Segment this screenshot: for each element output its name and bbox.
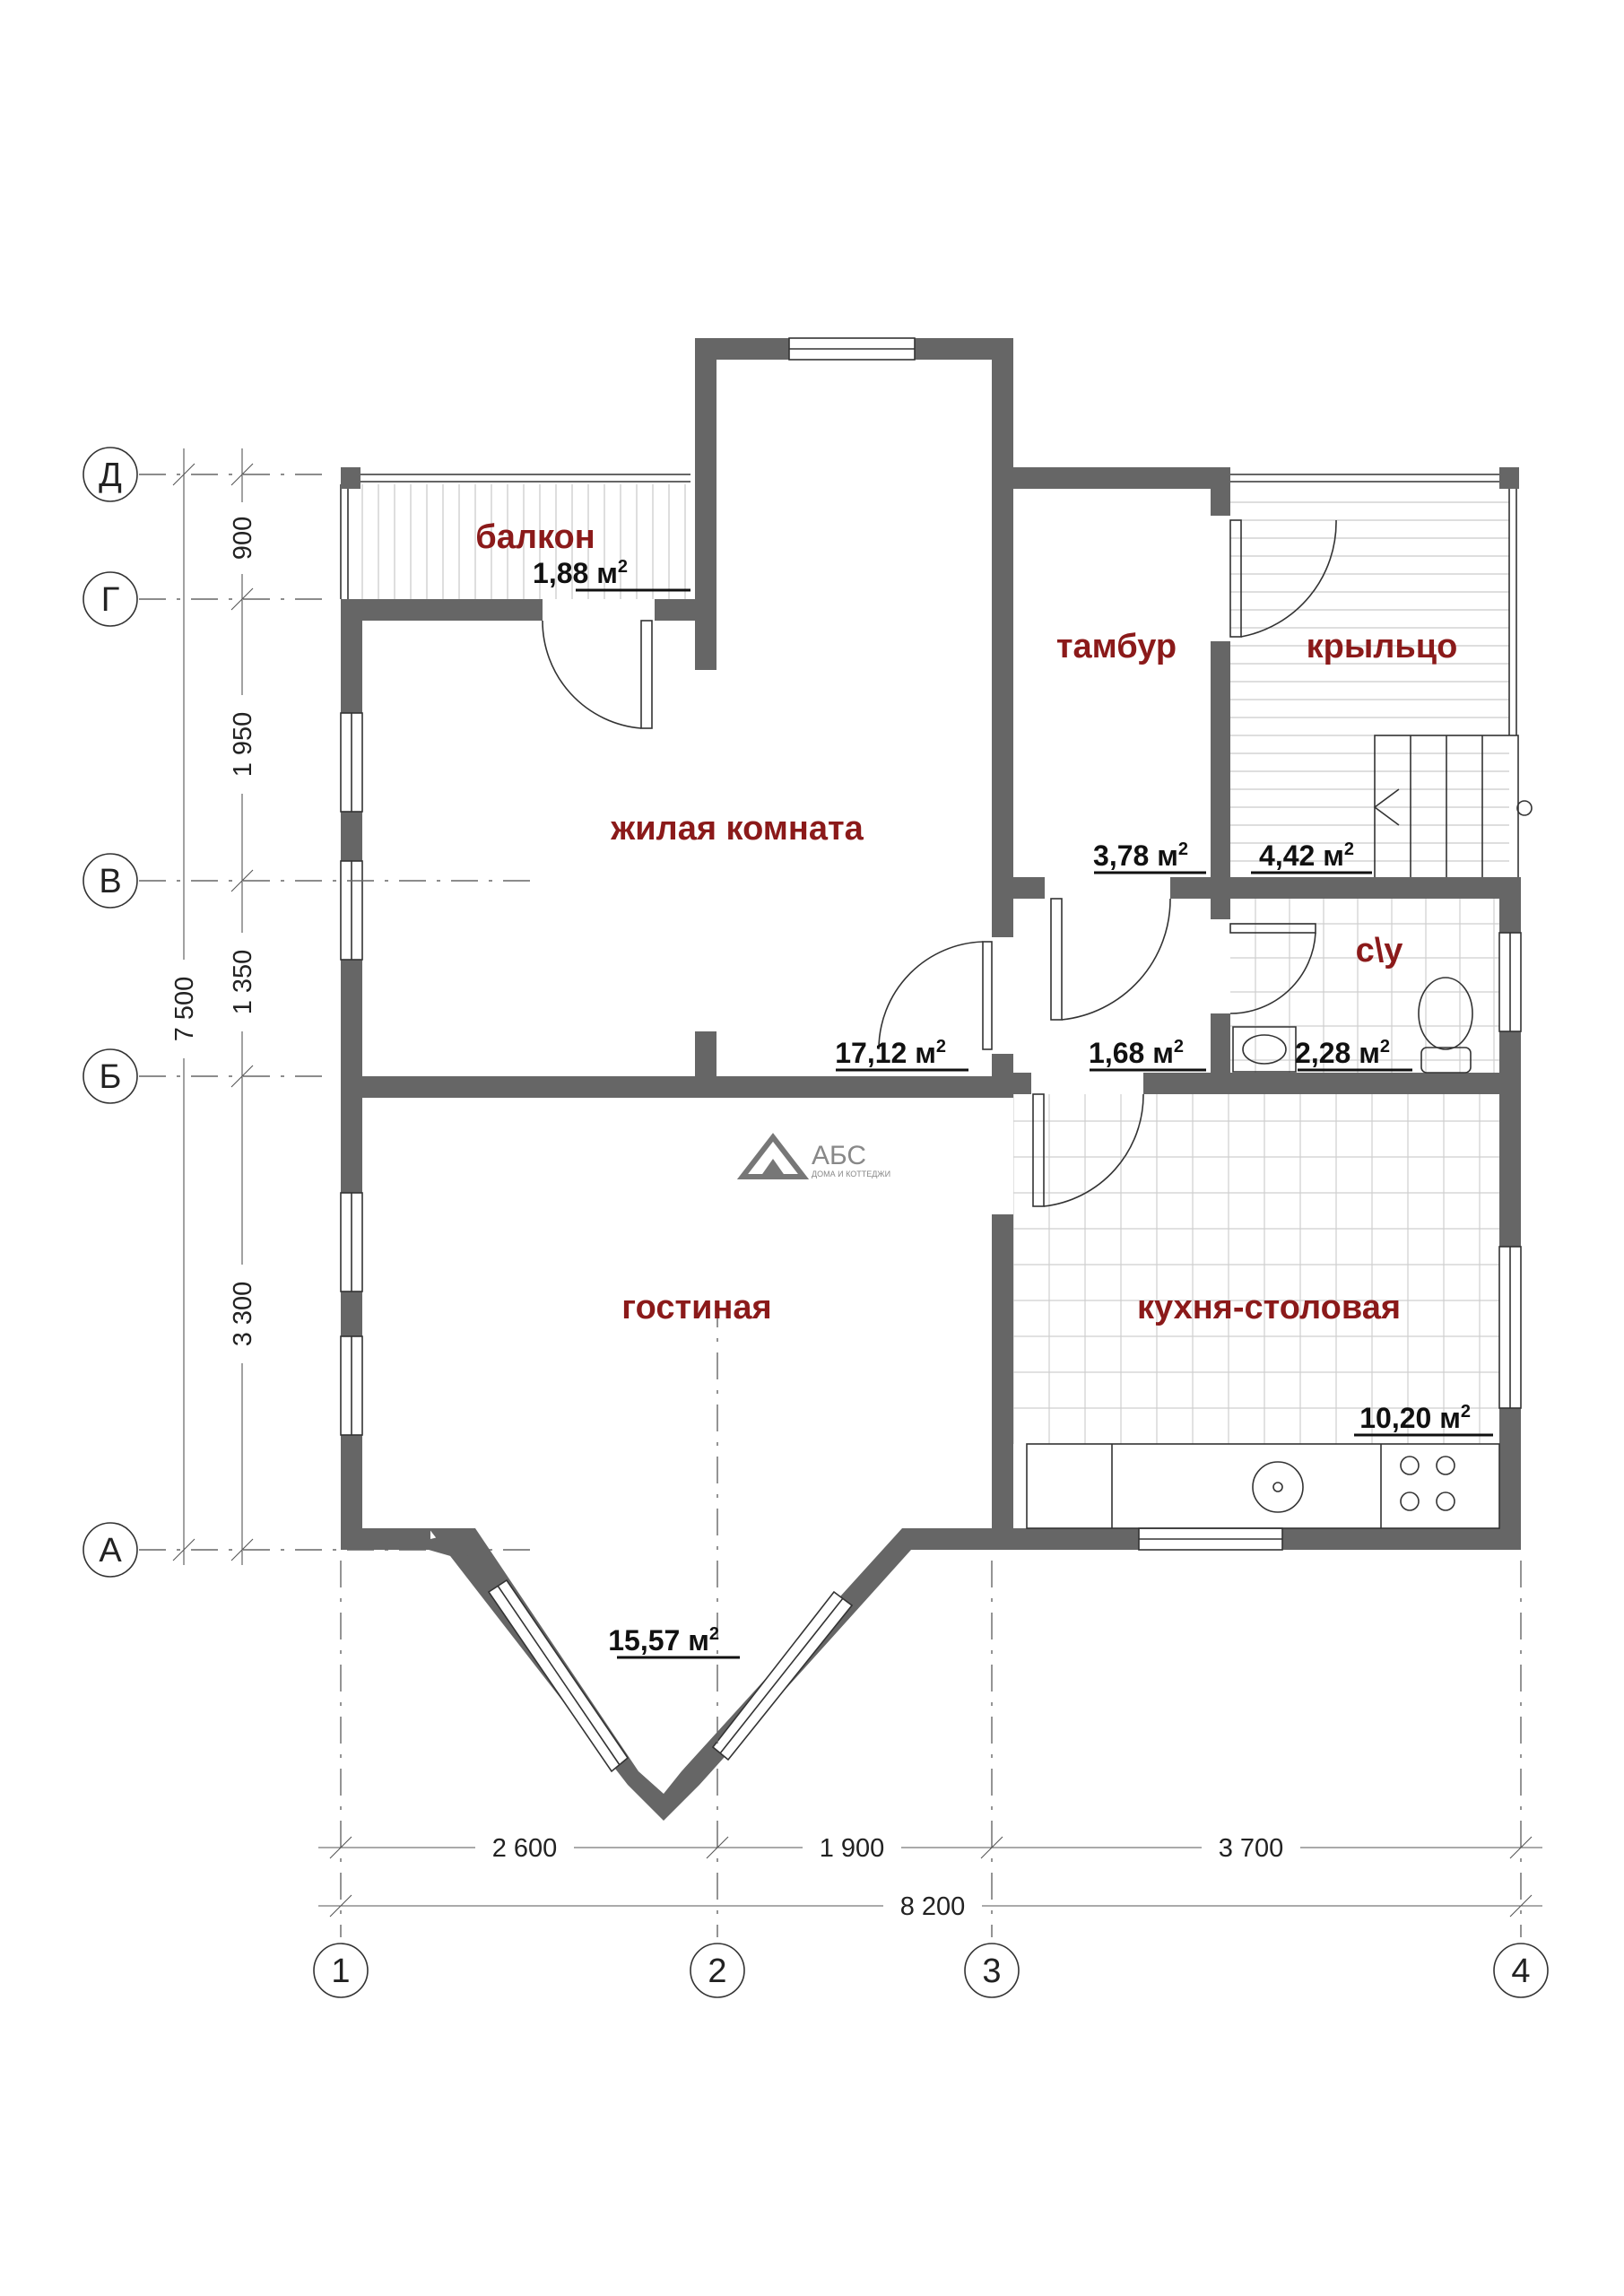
dim-v-total: 7 500 bbox=[170, 977, 199, 1042]
svg-text:А: А bbox=[99, 1532, 122, 1570]
sink-icon bbox=[1232, 1026, 1297, 1073]
axis-col-2: 2 bbox=[690, 1943, 745, 1998]
dim-v-900: 900 bbox=[229, 517, 257, 560]
svg-text:Б: Б bbox=[100, 1058, 122, 1096]
axis-col-1: 1 bbox=[313, 1943, 369, 1998]
kitchen-counter bbox=[1026, 1443, 1500, 1529]
svg-text:3,78 м2: 3,78 м2 bbox=[1093, 839, 1188, 872]
area-porch: 4,42 м2 bbox=[1251, 839, 1372, 874]
stove-icon bbox=[1400, 1456, 1420, 1475]
axis-row-a: А bbox=[83, 1522, 138, 1578]
railings bbox=[340, 474, 1517, 735]
svg-text:17,12 м2: 17,12 м2 bbox=[835, 1037, 946, 1069]
room-name-balcony: балкон bbox=[475, 518, 595, 556]
area-wc: 2,28 м2 bbox=[1295, 1037, 1412, 1072]
kitchen-sink-icon bbox=[1252, 1461, 1304, 1513]
room-name-lounge: гостиная bbox=[621, 1289, 771, 1326]
svg-text:3: 3 bbox=[982, 1952, 1001, 1990]
svg-text:2: 2 bbox=[708, 1952, 726, 1990]
svg-text:ДОМА И КОТТЕДЖИ: ДОМА И КОТТЕДЖИ bbox=[812, 1170, 890, 1178]
area-kitchen: 10,20 м2 bbox=[1354, 1402, 1493, 1437]
axis-row-v: В bbox=[83, 853, 138, 909]
axis-row-d: Д bbox=[83, 447, 138, 502]
svg-text:Г: Г bbox=[101, 581, 120, 619]
porch-decking bbox=[1230, 501, 1509, 862]
room-name-wc: с\у bbox=[1356, 932, 1403, 970]
wc-tiles bbox=[1230, 899, 1499, 1073]
room-name-vestibule: тамбур bbox=[1056, 628, 1177, 665]
svg-text:АБС: АБС bbox=[812, 1141, 866, 1170]
vertical-dimensions: 900 1 950 1 350 3 300 7 500 bbox=[170, 448, 257, 1565]
area-labels: 1,88 м2 17,12 м2 3,78 м2 4,42 м2 1,68 м2… bbox=[533, 557, 1493, 1659]
area-vestibule: 3,78 м2 bbox=[1093, 839, 1206, 874]
dim-h-3700: 3 700 bbox=[1219, 1834, 1284, 1863]
room-name-porch: крыльцо bbox=[1307, 628, 1458, 665]
dim-v-1350: 1 350 bbox=[229, 950, 257, 1015]
svg-text:1,68 м2: 1,68 м2 bbox=[1089, 1037, 1184, 1069]
svg-text:15,57 м2: 15,57 м2 bbox=[608, 1624, 719, 1657]
kitchen-tiles bbox=[1012, 1094, 1499, 1444]
svg-text:2,28 м2: 2,28 м2 bbox=[1295, 1037, 1390, 1069]
svg-text:10,20 м2: 10,20 м2 bbox=[1359, 1402, 1471, 1434]
row-axis-markers: Д Г В Б А bbox=[83, 447, 138, 1578]
axis-row-g: Г bbox=[83, 571, 138, 627]
dim-h-total: 8 200 bbox=[900, 1892, 966, 1921]
room-name-living-room: жилая комната bbox=[610, 810, 864, 848]
grid-lines bbox=[139, 474, 1522, 1937]
dim-v-1950: 1 950 bbox=[229, 712, 257, 778]
axis-row-b: Б bbox=[83, 1048, 138, 1104]
abs-logo: АБС ДОМА И КОТТЕДЖИ bbox=[736, 1133, 890, 1179]
dim-h-2600: 2 600 bbox=[492, 1834, 558, 1863]
horizontal-dimensions: 2 600 1 900 3 700 8 200 bbox=[318, 1831, 1542, 1922]
area-lounge: 15,57 м2 bbox=[608, 1624, 740, 1659]
svg-text:1,88 м2: 1,88 м2 bbox=[533, 557, 628, 589]
column-axis-markers: 1 2 3 4 bbox=[313, 1943, 1549, 1998]
dim-h-1900: 1 900 bbox=[820, 1834, 885, 1863]
doors bbox=[542, 519, 1337, 1207]
area-living-room: 17,12 м2 bbox=[835, 1037, 968, 1072]
windows bbox=[340, 337, 1522, 1773]
svg-text:4: 4 bbox=[1511, 1952, 1530, 1990]
balcony-decking bbox=[361, 484, 686, 599]
svg-text:Д: Д bbox=[99, 457, 122, 494]
axis-col-3: 3 bbox=[964, 1943, 1020, 1998]
toilet-icon bbox=[1418, 977, 1473, 1050]
fixtures bbox=[1026, 977, 1500, 1529]
svg-text:1: 1 bbox=[331, 1952, 350, 1990]
axis-col-4: 4 bbox=[1493, 1943, 1549, 1998]
room-labels: балкон жилая комната тамбур крыльцо с\у … bbox=[475, 518, 1457, 1326]
room-name-kitchen: кухня-столовая bbox=[1137, 1289, 1401, 1326]
area-balcony: 1,88 м2 bbox=[533, 557, 690, 592]
svg-text:В: В bbox=[99, 863, 121, 900]
porch-stairs bbox=[1373, 735, 1533, 882]
svg-text:4,42 м2: 4,42 м2 bbox=[1259, 839, 1354, 872]
area-hall: 1,68 м2 bbox=[1089, 1037, 1206, 1072]
dim-v-3300: 3 300 bbox=[229, 1282, 257, 1347]
